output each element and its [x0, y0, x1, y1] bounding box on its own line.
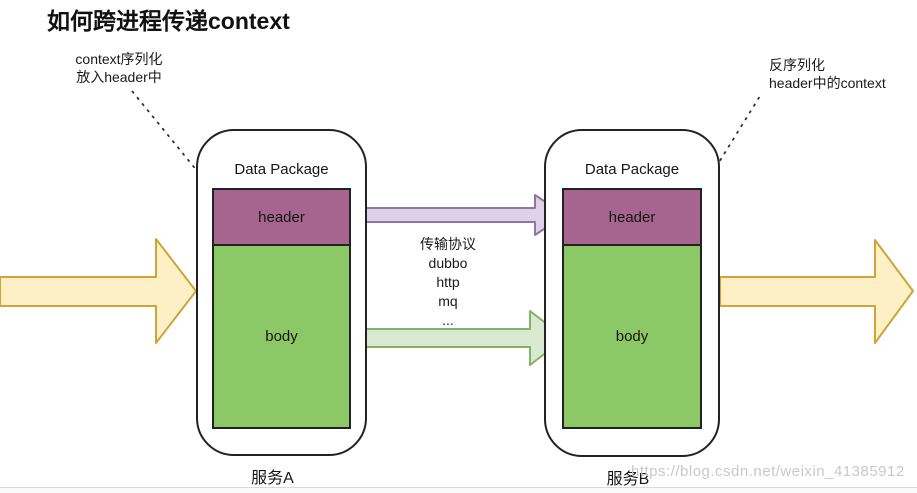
- annotation-line: header中的context: [769, 75, 886, 91]
- service-a-caption: 服务A: [251, 470, 294, 487]
- transport-protocols: 传输协议 dubbo http mq ...: [388, 235, 508, 330]
- annotation-line: context序列化: [75, 51, 163, 67]
- annotation-line: 反序列化: [769, 57, 825, 73]
- service-a-package: Data Package header body: [196, 129, 367, 456]
- watermark-url: https://blog.csdn.net/weixin_41385912: [631, 463, 905, 480]
- protocol-line: mq: [438, 293, 458, 309]
- protocol-line: 传输协议: [420, 236, 476, 252]
- service-b-caption: 服务B: [606, 471, 650, 488]
- page-title: 如何跨进程传递context: [47, 8, 290, 34]
- header-transfer-arrow: [350, 194, 566, 236]
- package-title: Data Package: [584, 161, 680, 178]
- bottom-divider: [0, 487, 917, 493]
- annotation-line: 放入header中: [76, 69, 162, 85]
- package-header-segment: header: [212, 188, 351, 246]
- protocol-line: http: [436, 274, 460, 290]
- flow-out-arrow: [719, 239, 914, 344]
- package-body-segment: body: [562, 244, 702, 429]
- serialize-annotation: context序列化 放入header中: [60, 50, 178, 86]
- package-title: Data Package: [234, 161, 329, 178]
- protocol-line: dubbo: [428, 255, 468, 271]
- deserialize-annotation: 反序列化 header中的context: [769, 56, 886, 92]
- service-b-package: Data Package header body: [544, 129, 720, 457]
- flow-in-arrow: [0, 238, 197, 344]
- package-body-segment: body: [212, 244, 351, 429]
- package-header-segment: header: [562, 188, 702, 246]
- protocol-line: ...: [442, 312, 454, 328]
